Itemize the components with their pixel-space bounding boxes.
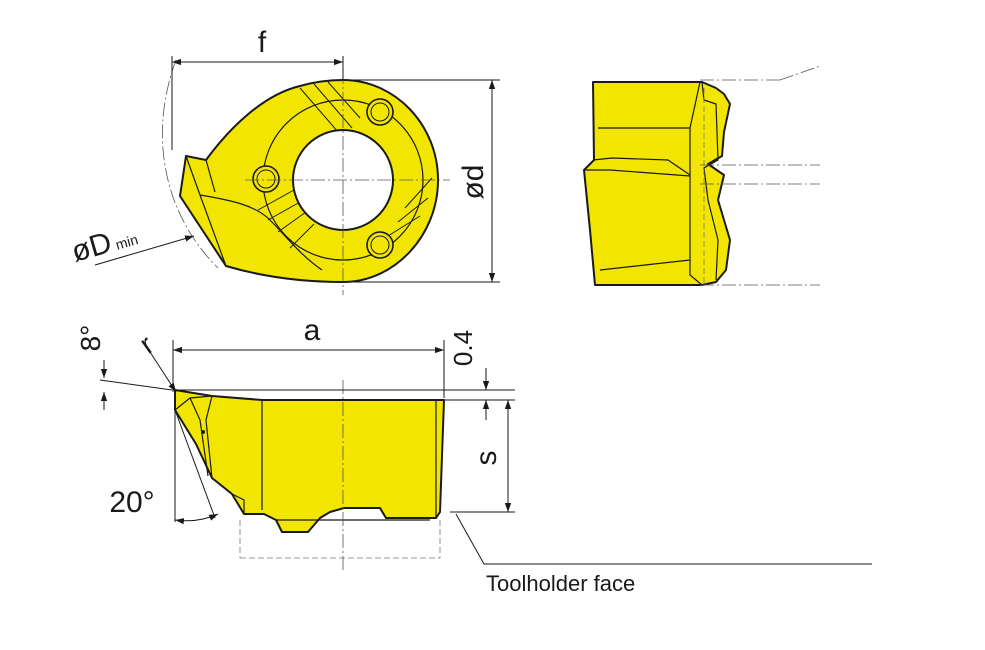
- label-d: ød: [457, 164, 490, 199]
- top-view: f ød øDmin: [68, 26, 500, 295]
- top-view-inner-edge: [199, 194, 323, 271]
- side-view-body: [583, 81, 731, 286]
- front-view: a 0.4 s 8° r 20° Toolholder face: [75, 314, 872, 596]
- screw-hole-top: [366, 98, 394, 126]
- label-f: f: [258, 26, 267, 59]
- label-s: s: [470, 451, 503, 466]
- front-view-body: [174, 389, 445, 533]
- label-toolholder-face: Toolholder face: [486, 571, 635, 596]
- label-dmin: øD: [68, 226, 116, 269]
- dimension-dmin: [94, 235, 195, 266]
- screw-hole-bottom: [366, 231, 394, 259]
- label-dmin-sub: min: [114, 231, 140, 253]
- svg-text:øDmin: øDmin: [68, 219, 141, 269]
- screw-hole-left: [252, 165, 280, 193]
- toolholder-face-leader: [455, 513, 872, 565]
- label-angle-8: 8°: [75, 325, 106, 352]
- side-view: [583, 65, 821, 286]
- label-angle-20: 20°: [109, 486, 154, 519]
- label-a: a: [304, 314, 321, 347]
- label-clearance: 0.4: [448, 330, 478, 366]
- label-r: r: [134, 329, 159, 360]
